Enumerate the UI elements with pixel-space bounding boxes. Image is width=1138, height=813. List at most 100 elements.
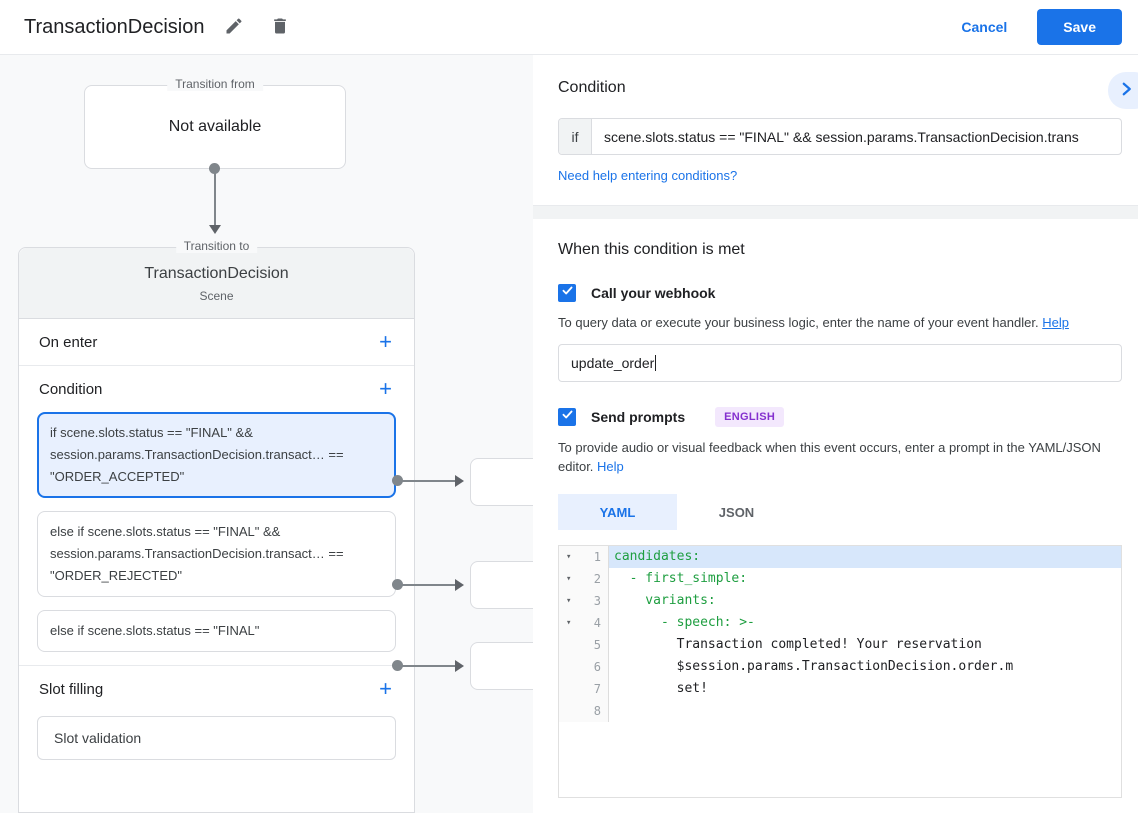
slot-validation-card[interactable]: Slot validation [37,716,396,760]
divider [19,365,414,366]
code-text: $session.params.TransactionDecision.orde… [614,659,1014,674]
prompts-helper-body: To provide audio or visual feedback when… [558,440,1101,474]
code-line: ▾ 1 candidates: [559,546,1121,568]
condition-card-rejected[interactable]: else if scene.slots.status == "FINAL" &&… [37,511,396,597]
line-number: 6 [583,656,609,678]
condition-label: Condition [39,380,103,398]
condition-heading: Condition [558,79,626,96]
condition-help-link[interactable]: Need help entering conditions? [558,168,738,183]
webhook-handler-input[interactable]: update_order [558,344,1122,382]
condition-card-final[interactable]: else if scene.slots.status == "FINAL" [37,610,396,652]
connector-line [402,584,455,586]
tab-json[interactable]: JSON [718,504,755,520]
arrow-right-icon [455,660,464,672]
connector-dot [392,660,403,671]
prompts-helper-text: To provide audio or visual feedback when… [558,438,1118,476]
delete-scene-button[interactable] [264,11,296,43]
collapse-panel-button[interactable] [1108,72,1138,109]
scene-title: TransactionDecision [144,265,289,282]
on-enter-section: On enter + [19,319,414,365]
call-webhook-label: Call your webhook [591,285,716,301]
transition-to-node: Transition to TransactionDecision Scene … [18,239,415,813]
prompts-help-link[interactable]: Help [597,459,624,474]
code-text: candidates: [609,546,1121,568]
edit-scene-button[interactable] [218,11,250,43]
code-line: 7 set! [559,678,1121,700]
cancel-button[interactable]: Cancel [961,19,1008,35]
arrow-down-icon [209,225,221,234]
language-badge: ENGLISH [715,407,785,427]
webhook-help-link[interactable]: Help [1042,315,1069,330]
text-caret [655,355,657,371]
tab-yaml[interactable]: YAML [558,494,677,530]
fold-toggle-icon[interactable]: ▾ [559,546,583,568]
pencil-icon [224,16,244,39]
code-text: variants: [614,593,716,608]
transition-from-content: Not available [168,118,262,135]
line-number: 4 [583,612,609,634]
code-line: ▾ 3 variants: [559,590,1121,612]
code-line: ▾ 2 - first_simple: [559,568,1121,590]
code-line: 8 [559,700,1121,722]
save-button[interactable]: Save [1037,9,1122,45]
on-enter-label: On enter [39,333,98,351]
transition-target-box[interactable] [470,561,533,609]
webhook-helper-text: To query data or execute your business l… [558,313,1118,332]
connector-dot [392,579,403,590]
fold-toggle-icon[interactable]: ▾ [559,612,583,634]
code-line: ▾ 4 - speech: >- [559,612,1121,634]
line-number: 7 [583,678,609,700]
code-text: set! [614,681,708,696]
checkmark-icon [561,284,574,302]
arrow-right-icon [455,475,464,487]
trash-icon [270,16,290,39]
code-line: 5 Transaction completed! Your reservatio… [559,634,1121,656]
code-line: 6 $session.params.TransactionDecision.or… [559,656,1121,678]
fold-toggle-icon[interactable]: ▾ [559,590,583,612]
connector-line [402,665,455,667]
chevron-right-icon [1117,80,1135,101]
when-met-section: When this condition is met Call your web… [533,219,1138,798]
add-on-enter-button[interactable]: + [379,329,392,354]
when-met-heading: When this condition is met [558,241,745,258]
transition-from-label: Transition from [167,77,263,91]
fold-toggle-icon [559,656,583,678]
connector-line [402,480,455,482]
editor-format-tabs: YAML JSON [558,494,1122,530]
line-number: 3 [583,590,609,612]
top-bar: TransactionDecision Cancel Save [0,0,1138,55]
code-text: - speech: >- [614,615,755,630]
condition-expression-input[interactable]: scene.slots.status == "FINAL" && session… [604,128,1079,145]
line-number: 2 [583,568,609,590]
transition-target-box[interactable] [470,642,533,690]
divider [19,665,414,666]
scene-graph-canvas: Transition from Not available Transition… [0,55,533,813]
condition-editor-section: Condition if scene.slots.status == "FINA… [533,55,1138,205]
send-prompts-checkbox[interactable] [558,408,576,426]
webhook-helper-body: To query data or execute your business l… [558,315,1039,330]
page-title: TransactionDecision [24,15,205,38]
code-text: Transaction completed! Your reservation [614,637,982,652]
transition-from-node[interactable]: Transition from Not available [84,77,346,169]
fold-toggle-icon[interactable]: ▾ [559,568,583,590]
line-number: 1 [583,546,609,568]
transition-to-label: Transition to [175,239,258,253]
fold-toggle-icon [559,700,583,722]
condition-section-header: Condition + [19,366,414,412]
add-condition-button[interactable]: + [379,376,392,401]
slot-filling-section: Slot filling + [19,666,414,712]
section-divider-band [533,205,1138,219]
add-slot-button[interactable]: + [379,676,392,701]
condition-card-accepted[interactable]: if scene.slots.status == "FINAL" && sess… [37,412,396,498]
line-number: 5 [583,634,609,656]
connector-dot [392,475,403,486]
transition-target-box[interactable] [470,458,533,506]
scene-header[interactable]: TransactionDecision Scene [19,248,414,319]
connector-dot [209,163,220,174]
yaml-code-editor[interactable]: ▾ 1 candidates: ▾ 2 - first_simple: ▾ 3 … [558,545,1122,798]
fold-toggle-icon [559,634,583,656]
condition-expression-row: if scene.slots.status == "FINAL" && sess… [558,118,1122,155]
call-webhook-checkbox[interactable] [558,284,576,302]
send-prompts-label: Send prompts [591,409,686,425]
code-text [609,700,1121,722]
